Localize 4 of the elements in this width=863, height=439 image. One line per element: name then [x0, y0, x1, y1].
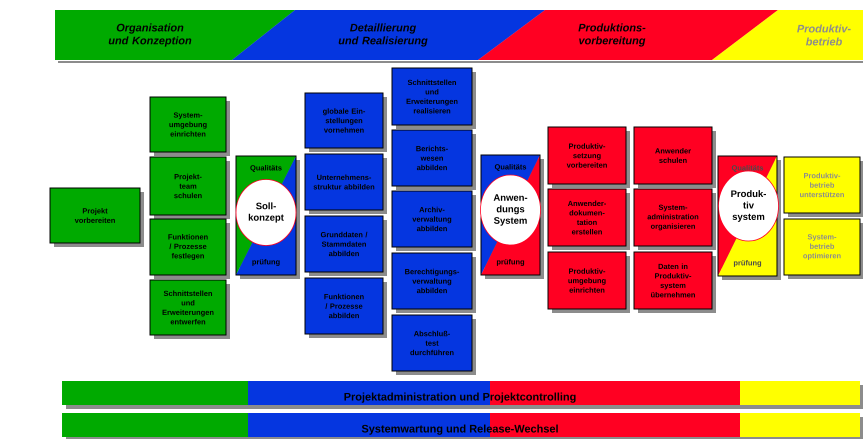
phase-banner: Detaillierung und Realisierung — [232, 10, 545, 60]
phase-banner: Produktions- vorbereitung — [478, 10, 778, 60]
phase-banner: Produktiv- betrieb — [712, 10, 863, 60]
phase-banner: Organisation und Konzeption — [55, 10, 295, 60]
